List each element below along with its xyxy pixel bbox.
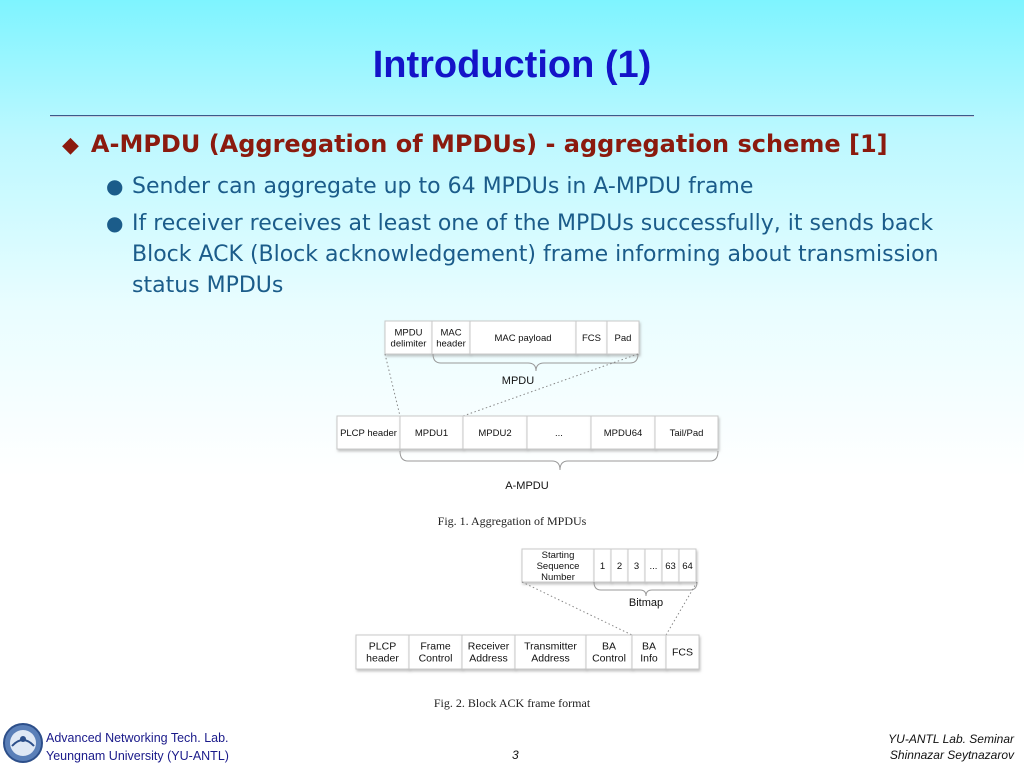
fig2-caption: Fig. 2. Block ACK frame format xyxy=(433,696,591,710)
footer-seminar: YU-ANTL Lab. Seminar xyxy=(888,732,1014,746)
diamond-bullet-icon: ◆ xyxy=(62,133,79,158)
mpdu-field-3: FCS xyxy=(575,320,608,355)
mpdu-field-label-2: MAC payload xyxy=(494,333,551,344)
footer-right: YU-ANTL Lab. Seminar Shinnazar Seytnazar… xyxy=(888,731,1014,763)
footer-lab-name: Advanced Networking Tech. Lab. xyxy=(46,731,229,745)
ampdu-field-label-0: PLCP header xyxy=(340,428,397,439)
bitmap-field-label-4: ... xyxy=(650,561,658,572)
ampdu-field-0: PLCP header xyxy=(336,415,401,450)
bitmap-field-5: 63 xyxy=(661,548,680,583)
mpdu-label: MPDU xyxy=(502,375,534,387)
bitmap-field-3: 3 xyxy=(627,548,646,583)
ampdu-field-4: MPDU64 xyxy=(590,415,656,450)
sub-bullet-1-text: Sender can aggregate up to 64 MPDUs in A… xyxy=(132,174,754,199)
university-logo-icon xyxy=(3,723,43,763)
footer-university: Yeungnam University (YU-ANTL) xyxy=(46,749,229,763)
bitmap-label: Bitmap xyxy=(629,597,663,609)
slide-title: Introduction (1) xyxy=(372,44,652,86)
ampdu-field-label-4: MPDU64 xyxy=(604,428,643,439)
bitmap-field-label-6: 64 xyxy=(682,561,693,572)
fig1-caption: Fig. 1. Aggregation of MPDUs xyxy=(437,514,587,528)
bullet-level1-text: A-MPDU (Aggregation of MPDUs) - aggregat… xyxy=(90,130,888,158)
ba-frame-field-6: FCS xyxy=(665,634,700,670)
mpdu-field-4: Pad xyxy=(606,320,640,355)
bitmap-field-1: 1 xyxy=(593,548,612,583)
sub-bullet-2-text: If receiver receives at least one of the… xyxy=(132,211,939,298)
ba-frame-field-label-6: FCS xyxy=(672,647,693,659)
bitmap-field-label-1: 1 xyxy=(600,561,605,572)
footer-author: Shinnazar Seytnazarov xyxy=(889,748,1014,762)
bitmap-brace xyxy=(593,581,698,597)
mpdu-field-label-3: FCS xyxy=(582,333,601,344)
footer-left: Advanced Networking Tech. Lab. Yeungnam … xyxy=(46,729,229,765)
sub-bullet-2: ● If receiver receives at least one of t… xyxy=(106,208,972,301)
bitmap-field-2: 2 xyxy=(610,548,629,583)
bitmap-field-label-2: 2 xyxy=(617,561,622,572)
ampdu-field-3: ... xyxy=(526,415,592,450)
bitmap-field-4: ... xyxy=(644,548,663,583)
zoom-line-left-2 xyxy=(521,581,633,636)
dot-bullet-icon: ● xyxy=(106,174,124,198)
ampdu-field-5: Tail/Pad xyxy=(654,415,719,450)
ampdu-field-label-1: MPDU1 xyxy=(415,428,448,439)
mpdu-brace xyxy=(432,353,639,372)
ampdu-field-2: MPDU2 xyxy=(462,415,528,450)
ampdu-structure-row: PLCP header MPDU1 MPDU2... MPDU64 Tail/Pad xyxy=(336,415,719,450)
ampdu-brace xyxy=(399,450,719,471)
sub-bullet-1: ● Sender can aggregate up to 64 MPDUs in… xyxy=(106,171,972,202)
mpdu-field-label-4: Pad xyxy=(615,333,632,344)
mpdu-field-2: MAC payload xyxy=(469,320,577,355)
ampdu-field-label-2: MPDU2 xyxy=(478,428,511,439)
bitmap-field-6: 64 xyxy=(678,548,697,583)
title-divider xyxy=(50,115,974,117)
bitmap-field-label-3: 3 xyxy=(634,561,639,572)
dot-bullet-icon: ● xyxy=(106,211,124,235)
bullet-level1: ◆ A-MPDU (Aggregation of MPDUs) - aggrega… xyxy=(62,130,888,158)
zoom-line-right xyxy=(462,353,639,417)
page-number: 3 xyxy=(512,748,519,762)
zoom-line-left xyxy=(384,353,401,417)
ampdu-label: A-MPDU xyxy=(505,480,548,492)
bitmap-field-label-5: 63 xyxy=(665,561,676,572)
ampdu-field-label-3: ... xyxy=(555,428,563,439)
ampdu-field-1: MPDU1 xyxy=(399,415,464,450)
ampdu-field-label-5: Tail/Pad xyxy=(670,428,704,439)
